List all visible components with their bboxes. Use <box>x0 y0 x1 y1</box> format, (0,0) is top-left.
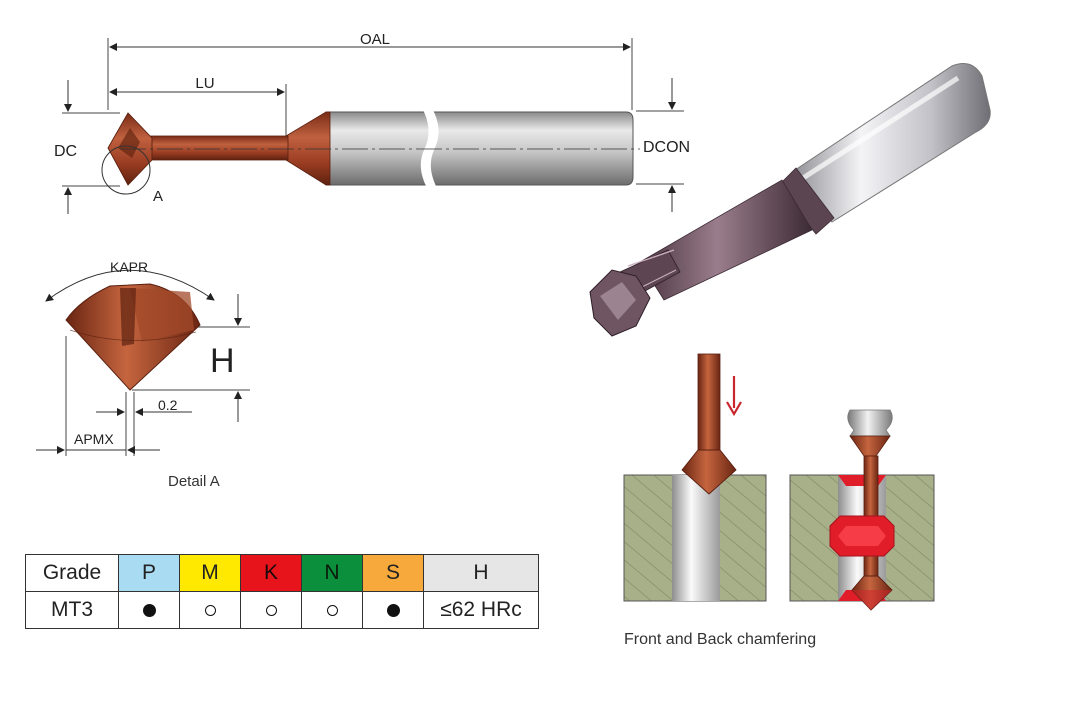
grade-table-header-row: Grade P M K N S H <box>25 554 539 592</box>
detail-a-drawing: KAPR H 0.2 APMX Detail A <box>36 259 250 490</box>
suitability-p-cell <box>118 591 180 629</box>
open-ring-icon <box>326 604 338 616</box>
detail-a-caption: Detail A <box>168 473 220 490</box>
detail-a-marker: A <box>153 188 163 205</box>
tool-side-drawing: OAL LU DC DCON A <box>54 31 690 214</box>
dcon-label: DCON <box>643 139 690 156</box>
grade-table: Grade P M K N S H MT3 ≤62 HRc <box>25 554 539 629</box>
oal-label: OAL <box>360 31 390 48</box>
kapr-arc <box>45 269 215 302</box>
filled-dot-icon <box>386 603 400 617</box>
open-ring-icon <box>265 604 277 616</box>
material-s-header: S <box>362 554 424 592</box>
open-ring-icon <box>204 604 216 616</box>
apmx-label: APMX <box>74 431 114 447</box>
render-shank <box>791 63 991 223</box>
tool-shank-back <box>847 409 893 437</box>
render-neck <box>639 179 813 301</box>
material-m-header: M <box>179 554 241 592</box>
material-p-header: P <box>118 554 180 592</box>
suitability-s-cell <box>362 591 424 629</box>
detail-a-circle <box>101 145 151 195</box>
lu-label: LU <box>195 75 214 92</box>
chamfering-illustration: Front and Back chamfering <box>623 353 935 648</box>
filled-dot-icon <box>142 603 156 617</box>
tip-width-label: 0.2 <box>158 397 178 413</box>
suitability-n-cell <box>301 591 363 629</box>
tool-head-front <box>681 449 737 495</box>
chamfering-caption: Front and Back chamfering <box>624 631 816 648</box>
suitability-k-cell <box>240 591 302 629</box>
material-n-header: N <box>301 554 363 592</box>
drawing-shank <box>325 111 634 186</box>
material-k-header: K <box>240 554 302 592</box>
grade-header-cell: Grade <box>25 554 119 592</box>
tool-shaft-front <box>697 353 721 455</box>
hardness-cell: ≤62 HRc <box>423 591 539 629</box>
material-h-header: H <box>423 554 539 592</box>
tool-product-render <box>589 63 991 337</box>
dc-label: DC <box>54 143 77 160</box>
h-label: H <box>210 342 235 380</box>
chamfer-top <box>838 475 886 486</box>
grade-name-cell: MT3 <box>25 591 119 629</box>
drawing-neck <box>139 135 289 161</box>
feed-arrow-head <box>726 401 742 417</box>
suitability-m-cell <box>179 591 241 629</box>
kapr-label: KAPR <box>110 259 148 275</box>
grade-table-row: MT3 ≤62 HRc <box>25 591 539 629</box>
bore-front <box>672 475 720 601</box>
drawing-taper <box>285 111 331 186</box>
